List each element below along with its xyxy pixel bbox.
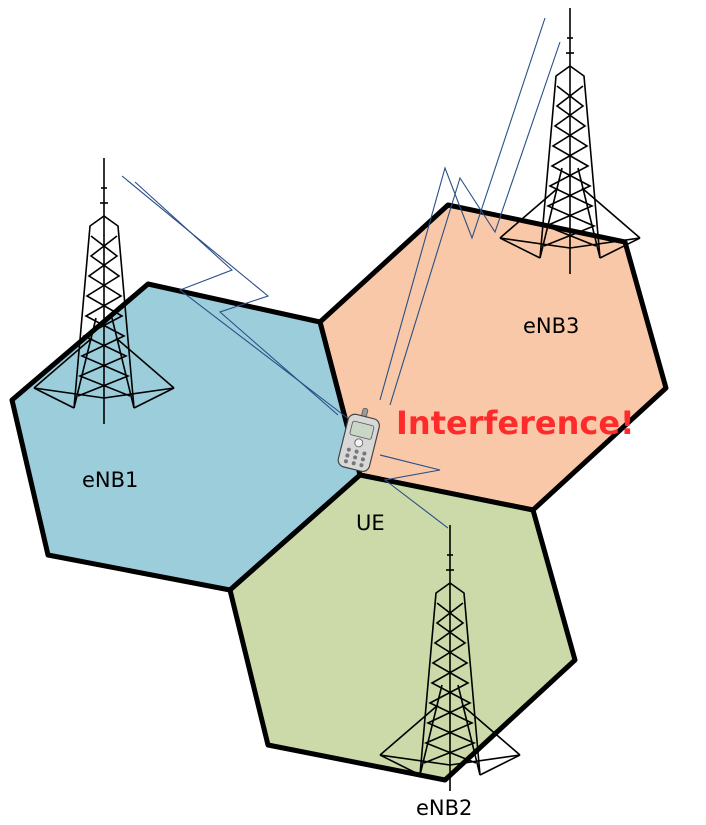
signal-enb3-ue (379, 17, 546, 401)
mobile-phone-icon (337, 407, 380, 473)
cell-enb2 (227, 472, 578, 783)
interference-alert: Interference! (396, 404, 635, 442)
tower-enb2-icon (379, 525, 521, 791)
tower-enb3-icon (499, 8, 641, 274)
tower-enb1-icon (33, 158, 175, 424)
signal-ue-enb2 (379, 454, 449, 529)
label-enb3: eNB3 (523, 314, 579, 338)
signal-links (121, 17, 561, 529)
signal-enb1-ue-secondary (134, 181, 351, 421)
label-enb1: eNB1 (82, 468, 138, 492)
label-ue: UE (356, 511, 385, 535)
signal-enb3-ue-secondary (389, 41, 561, 406)
label-enb2: eNB2 (416, 796, 472, 820)
